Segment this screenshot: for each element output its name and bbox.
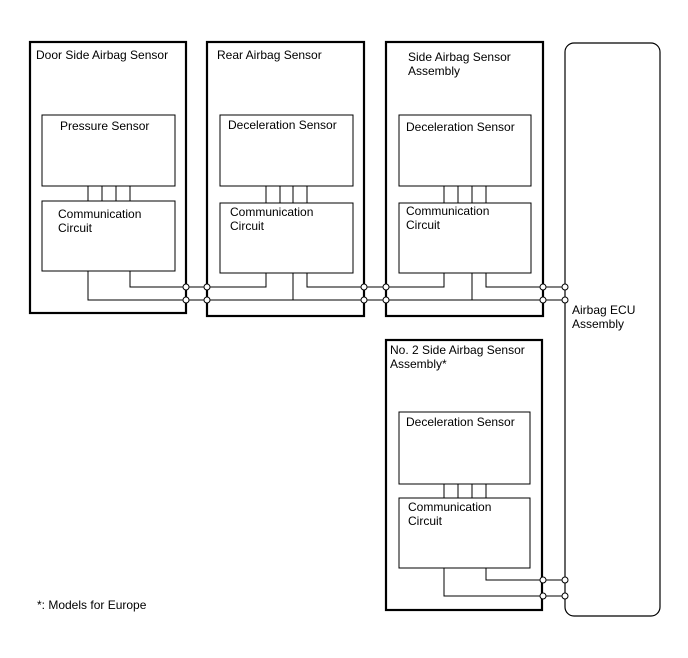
bus-wire bbox=[306, 273, 364, 288]
door-side-airbag-sensor-module: Door Side Airbag Sensor Pressure Sensor … bbox=[28, 40, 188, 315]
deceleration-sensor-box bbox=[398, 114, 532, 187]
rear-airbag-sensor-module: Rear Airbag Sensor Deceleration Sensor C… bbox=[205, 40, 366, 318]
airbag-ecu-module: Airbag ECU Assembly bbox=[564, 42, 661, 617]
airbag-ecu-label-line2: Assembly bbox=[572, 317, 624, 331]
connector-terminal bbox=[382, 283, 390, 291]
connector-terminal bbox=[203, 283, 211, 291]
communication-circuit-box bbox=[398, 497, 531, 569]
communication-circuit-label-line1: Communication bbox=[230, 205, 313, 219]
communication-circuit-label-line1: Communication bbox=[406, 204, 489, 218]
connector-terminal bbox=[561, 283, 569, 291]
bus-wire bbox=[443, 568, 565, 597]
pressure-sensor-label: Pressure Sensor bbox=[60, 119, 149, 133]
side-airbag-sensor-title-line2: Assembly bbox=[408, 64, 460, 78]
no2-side-airbag-sensor-module: No. 2 Side Airbag Sensor Assembly* Decel… bbox=[384, 338, 565, 612]
deceleration-sensor-label: Deceleration Sensor bbox=[406, 415, 515, 429]
communication-circuit-label-line2: Circuit bbox=[58, 221, 93, 235]
bus-wire bbox=[485, 273, 543, 288]
connector-terminal bbox=[203, 296, 211, 304]
connector-terminal bbox=[360, 296, 368, 304]
communication-circuit-label-line2: Circuit bbox=[408, 514, 443, 528]
bus-wire bbox=[87, 271, 186, 301]
sensor-to-circuit-link bbox=[265, 186, 308, 203]
deceleration-sensor-box bbox=[398, 411, 531, 485]
bus-wire bbox=[485, 568, 565, 581]
no2-side-airbag-sensor-title-line2: Assembly* bbox=[390, 357, 447, 371]
connector-terminal bbox=[182, 283, 190, 291]
connector-terminal bbox=[539, 576, 547, 584]
communication-circuit-label-line2: Circuit bbox=[406, 218, 441, 232]
connector-terminal bbox=[182, 296, 190, 304]
footnote: *: Models for Europe bbox=[37, 598, 147, 612]
communication-circuit-box bbox=[398, 202, 532, 274]
airbag-ecu-label-line1: Airbag ECU bbox=[572, 303, 635, 317]
communication-circuit-label-line1: Communication bbox=[408, 500, 491, 514]
connector-terminal bbox=[561, 576, 569, 584]
sensor-to-circuit-link bbox=[87, 186, 131, 201]
connector-terminal bbox=[561, 592, 569, 600]
rear-airbag-sensor-title: Rear Airbag Sensor bbox=[217, 48, 322, 62]
connector-terminals bbox=[182, 283, 569, 600]
deceleration-sensor-label: Deceleration Sensor bbox=[228, 118, 337, 132]
bus-wire bbox=[386, 273, 445, 288]
sensor-to-circuit-link bbox=[443, 186, 487, 203]
side-airbag-sensor-title-line1: Side Airbag Sensor bbox=[408, 50, 511, 64]
connector-terminal bbox=[561, 296, 569, 304]
communication-circuit-label-line2: Circuit bbox=[230, 219, 265, 233]
communication-circuit-label-line1: Communication bbox=[58, 207, 141, 221]
connector-terminal bbox=[539, 283, 547, 291]
sensor-to-circuit-link bbox=[443, 484, 487, 498]
airbag-ecu-box bbox=[564, 42, 661, 617]
deceleration-sensor-label: Deceleration Sensor bbox=[406, 120, 515, 134]
connector-terminal bbox=[360, 283, 368, 291]
bus-wire bbox=[129, 271, 186, 288]
connector-terminal bbox=[539, 592, 547, 600]
pressure-sensor-box bbox=[41, 114, 176, 187]
connector-terminal bbox=[539, 296, 547, 304]
bus-wire bbox=[207, 273, 267, 288]
no2-side-airbag-sensor-title-line1: No. 2 Side Airbag Sensor bbox=[390, 343, 525, 357]
deceleration-sensor-box bbox=[219, 114, 354, 187]
connector-terminal bbox=[382, 296, 390, 304]
side-airbag-sensor-module: Side Airbag Sensor Assembly Deceleration… bbox=[384, 40, 545, 318]
communication-circuit-box bbox=[41, 200, 176, 272]
communication-circuit-box bbox=[219, 202, 354, 274]
door-side-airbag-sensor-title: Door Side Airbag Sensor bbox=[36, 48, 168, 62]
